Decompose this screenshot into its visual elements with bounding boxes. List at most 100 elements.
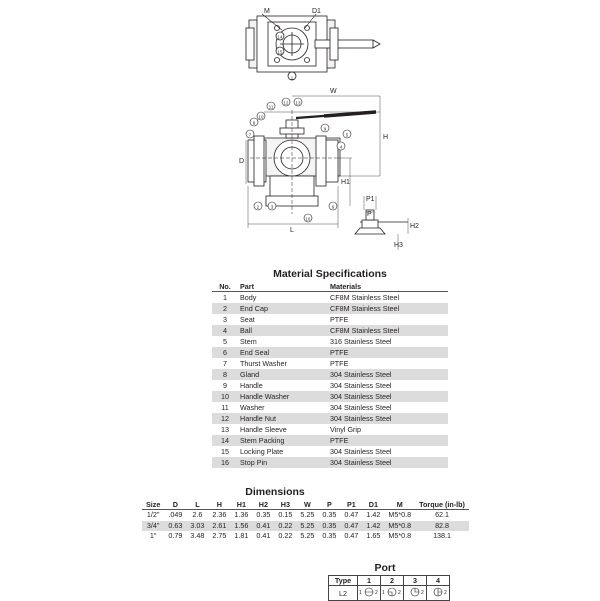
header-port-3: 3 xyxy=(403,575,427,586)
cell-h: 2.61 xyxy=(208,520,231,531)
cell-l: 3.48 xyxy=(190,531,205,540)
cell-h1: 1.36 xyxy=(234,510,249,519)
cell-part: Stem Packing xyxy=(238,435,328,446)
cell-material: 304 Stainless Steel xyxy=(330,381,392,390)
cell-m: M5*0.8 xyxy=(384,520,416,531)
table-row: L2 1 2 1 2 xyxy=(328,585,450,601)
cell-part: Body xyxy=(240,293,257,302)
dim-label-h: H xyxy=(383,134,388,141)
handle-detail-view xyxy=(354,196,409,250)
cell-torque: 62.1 xyxy=(435,510,450,519)
port-title: Port xyxy=(374,562,396,574)
flow-symbol-icon: 2 xyxy=(403,585,427,601)
table-row: 1" 0.79 3.48 2.75 1.81 0.41 0.22 5.25 0.… xyxy=(142,531,469,542)
cell-no: 16 xyxy=(212,457,238,468)
cell-no: 3 xyxy=(223,315,227,324)
header-p1: P1 xyxy=(340,499,363,510)
dim-label-w: W xyxy=(330,88,337,95)
cell-h1: 1.56 xyxy=(230,520,253,531)
header-h1: H1 xyxy=(230,499,253,510)
callout-7: 7 xyxy=(249,133,252,138)
cell-part: Thurst Washer xyxy=(240,359,287,368)
header-d1: D1 xyxy=(362,499,385,510)
cell-material: CF8M Stainless Steel xyxy=(328,325,448,336)
cell-d1: 1.65 xyxy=(366,531,381,540)
front-view xyxy=(245,95,381,228)
dim-label-h3: H3 xyxy=(394,242,403,249)
table-header-row: Size D L H H1 H2 H3 W P P1 D1 M Torque (… xyxy=(142,499,469,510)
callout-2: 2 xyxy=(257,205,260,210)
callout-8: 8 xyxy=(253,121,256,126)
flow-symbol-icon: 2 xyxy=(426,585,450,601)
header-h3: H3 xyxy=(274,499,297,510)
cell-no: 13 xyxy=(221,425,229,434)
callout-12: 12 xyxy=(284,101,289,106)
flow-symbol-icon: 1 2 xyxy=(357,585,381,601)
header-materials: Materials xyxy=(328,282,448,292)
dim-label-l: L xyxy=(290,227,294,234)
cell-h2: 0.41 xyxy=(252,520,275,531)
cell-d: 0.63 xyxy=(164,520,187,531)
cell-material: 316 Stainless Steel xyxy=(330,337,392,346)
header-w: W xyxy=(296,499,319,510)
callout-6: 6 xyxy=(332,205,335,210)
cell-size: 3/4" xyxy=(142,520,165,531)
cell-part: Ball xyxy=(238,325,328,336)
cell-torque: 138.1 xyxy=(433,531,452,540)
cell-material: 304 Stainless Steel xyxy=(328,391,448,402)
header-l: L xyxy=(186,499,209,510)
symbol-digit: 1 xyxy=(359,590,362,596)
cell-material: 304 Stainless Steel xyxy=(330,447,392,456)
header-part: Part xyxy=(238,282,328,292)
dimensions-title: Dimensions xyxy=(245,486,305,498)
table-header-row: No. Part Materials xyxy=(212,282,448,292)
table-header-row: Type 1 2 3 4 xyxy=(328,575,450,586)
cell-h3: 0.22 xyxy=(274,520,297,531)
cell-material: Vinyl Grip xyxy=(330,425,362,434)
cell-no: 10 xyxy=(212,391,238,402)
cell-no: 6 xyxy=(212,347,238,358)
cell-w: 5.25 xyxy=(300,531,315,540)
callout-9: 9 xyxy=(324,127,327,132)
cell-torque: 82.8 xyxy=(415,520,469,531)
cell-no: 5 xyxy=(223,337,227,346)
cell-material: CF8M Stainless Steel xyxy=(328,303,448,314)
table-row: 15 Locking Plate 304 Stainless Steel xyxy=(212,446,448,457)
cell-no: 15 xyxy=(221,447,229,456)
cell-part: End Cap xyxy=(238,303,328,314)
cell-part: Stop Pin xyxy=(238,457,328,468)
cell-w: 5.25 xyxy=(296,520,319,531)
callout-11: 11 xyxy=(269,105,274,110)
cell-part: Washer xyxy=(240,403,265,412)
cell-material: 304 Stainless Steel xyxy=(328,457,448,468)
port-table: Type 1 2 3 4 L2 1 2 1 xyxy=(328,575,450,601)
callout-14: 14 xyxy=(278,35,283,40)
cell-part: Stem xyxy=(240,337,257,346)
symbol-digit: 2 xyxy=(421,590,424,596)
cell-no: 4 xyxy=(212,325,238,336)
cell-material: PTFE xyxy=(330,315,349,324)
cell-part: Locking Plate xyxy=(240,447,284,456)
cell-material: PTFE xyxy=(330,359,349,368)
cell-part: Handle xyxy=(240,381,263,390)
cell-m: M5*0.8 xyxy=(388,510,412,519)
symbol-digit: 2 xyxy=(444,590,447,596)
cell-l: 2.6 xyxy=(192,510,203,519)
callout-1: 1 xyxy=(291,76,294,81)
callout-13: 13 xyxy=(296,101,301,106)
cell-d: .049 xyxy=(168,510,183,519)
header-type: Type xyxy=(328,575,358,586)
svg-text:1: 1 xyxy=(382,590,385,596)
cell-size: 1/2" xyxy=(146,510,160,519)
cell-material: 304 Stainless Steel xyxy=(328,413,448,424)
material-specifications-title: Material Specifications xyxy=(273,268,387,280)
